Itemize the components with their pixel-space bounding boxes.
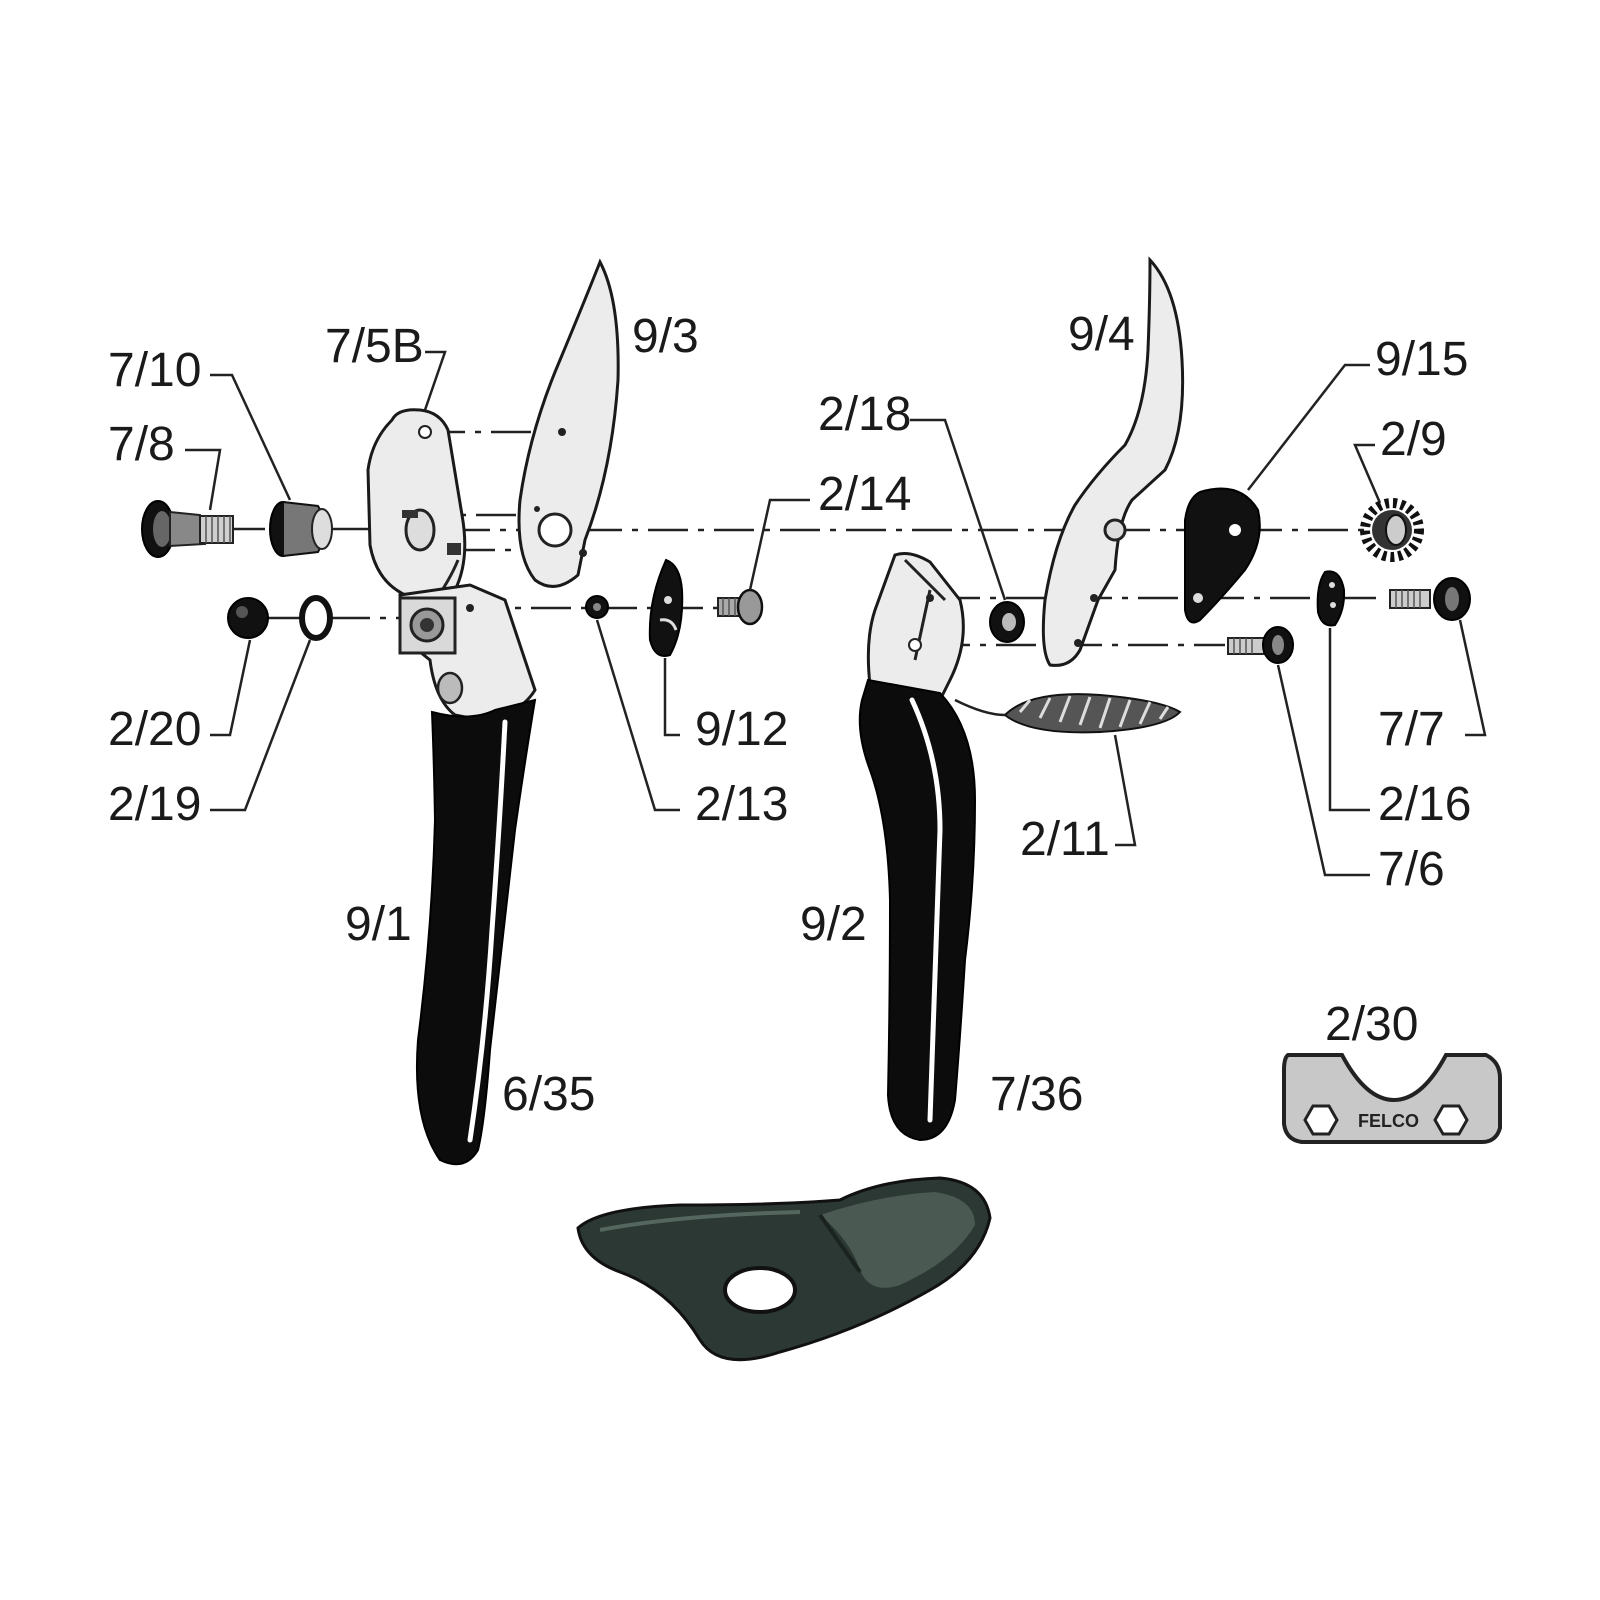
handle-grip-6-35[interactable]	[415, 698, 537, 1166]
bolt-7-8[interactable]	[141, 500, 234, 558]
label-2-30: 2/30	[1325, 998, 1418, 1051]
spring-2-16[interactable]	[1316, 570, 1346, 627]
label-7-5b: 7/5B	[325, 320, 424, 373]
screw-7-7[interactable]	[1389, 577, 1471, 621]
spring-2-11[interactable]	[1003, 693, 1182, 734]
spring-holder-9-12[interactable]	[648, 558, 684, 657]
leader-lines	[185, 350, 1487, 877]
part-labels: 7/10 7/8 7/5B 9/3 2/20 2/19 9/12 2/13 2/…	[108, 308, 1471, 1121]
wrench-2-30[interactable]: FELCO	[1282, 1053, 1502, 1144]
label-9-3: 9/3	[632, 310, 699, 363]
label-7-7: 7/7	[1378, 703, 1445, 756]
washer-2-19[interactable]	[299, 595, 333, 641]
label-9-12: 9/12	[695, 703, 788, 756]
screw-7-6[interactable]	[1227, 626, 1294, 664]
screw-2-14[interactable]	[717, 588, 764, 626]
right-handle-assembly	[858, 552, 977, 1142]
toothed-washer-2-9[interactable]	[1360, 498, 1424, 562]
nut-2-18[interactable]	[989, 601, 1025, 643]
label-7-36: 7/36	[990, 1068, 1083, 1121]
cover-plate-9-15[interactable]	[1184, 487, 1261, 624]
label-2-20: 2/20	[108, 703, 201, 756]
label-7-10: 7/10	[108, 344, 201, 397]
left-handle-assembly	[366, 408, 537, 1166]
label-6-35: 6/35	[502, 1068, 595, 1121]
label-7-8: 7/8	[108, 418, 175, 471]
blade-9-3[interactable]	[517, 258, 620, 588]
label-2-9: 2/9	[1380, 413, 1447, 466]
cap-2-20[interactable]	[227, 597, 269, 639]
label-2-11: 2/11	[1020, 813, 1110, 866]
head-plate-7-5b	[366, 408, 467, 602]
nut-7-10[interactable]	[269, 500, 333, 558]
label-2-16: 2/16	[1378, 778, 1471, 831]
label-9-2: 9/2	[800, 898, 867, 951]
label-9-1: 9/1	[345, 898, 412, 951]
label-7-6: 7/6	[1378, 843, 1445, 896]
wrench-logo-text: FELCO	[1358, 1111, 1419, 1131]
label-2-18: 2/18	[818, 388, 911, 441]
label-2-13: 2/13	[695, 778, 788, 831]
anvil-insert[interactable]	[576, 1176, 992, 1362]
label-9-4: 9/4	[1068, 308, 1135, 361]
label-2-14: 2/14	[818, 468, 911, 521]
label-9-15: 9/15	[1375, 333, 1468, 386]
handle-grip-7-36[interactable]	[858, 678, 977, 1142]
nut-2-13[interactable]	[585, 595, 609, 619]
label-2-19: 2/19	[108, 778, 201, 831]
anvil-blade-9-4[interactable]	[1041, 256, 1185, 667]
handle-9-2-body	[866, 552, 965, 702]
